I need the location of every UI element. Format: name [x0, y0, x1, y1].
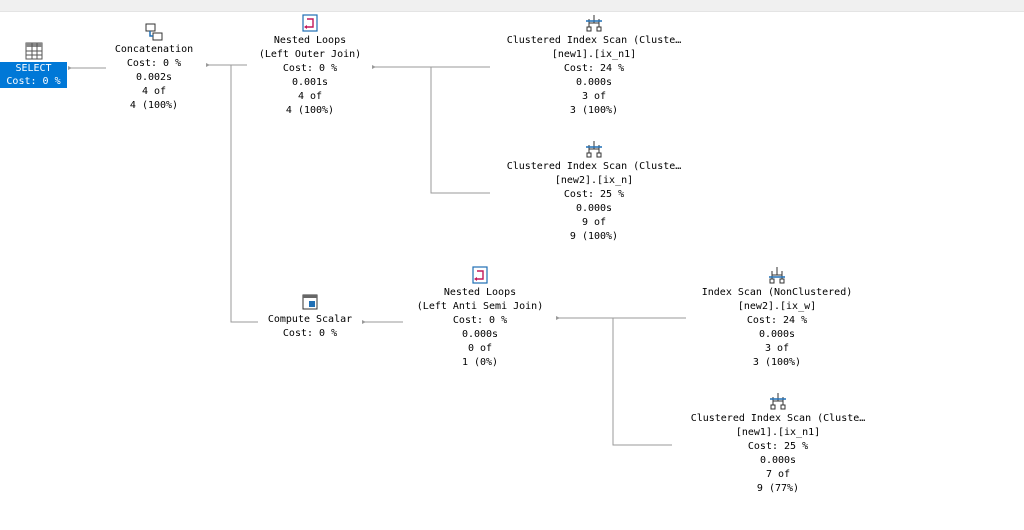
edge-cis3-nl2	[612, 318, 672, 446]
node-nested-loops-outer[interactable]: Nested Loops (Left Outer Join) Cost: 0 %…	[190, 13, 430, 118]
node-subtitle: (Left Outer Join)	[258, 49, 362, 60]
node-cost: Cost: 25 %	[747, 441, 809, 452]
node-title: Concatenation	[114, 44, 194, 55]
clustered-index-scan-icon	[586, 15, 602, 32]
node-rows: 7 of	[765, 469, 791, 480]
node-nested-loops-anti-semi[interactable]: Nested Loops (Left Anti Semi Join) Cost:…	[360, 265, 600, 370]
clustered-index-scan-icon	[770, 393, 786, 410]
node-object: [new2].[ix_n]	[554, 175, 634, 186]
node-cost: Cost: 0 %	[282, 328, 338, 339]
node-rows: 4 of	[141, 86, 167, 97]
node-title: Clustered Index Scan (Cluste…	[690, 413, 866, 424]
node-subtitle: (Left Anti Semi Join)	[416, 301, 544, 312]
node-rows: 0 of	[467, 343, 493, 354]
result-grid-icon	[25, 42, 42, 60]
node-title: Compute Scalar	[267, 314, 353, 325]
node-pct: 9 (77%)	[756, 483, 800, 494]
execution-plan-canvas[interactable]: SELECT Cost: 0 % Concatenation Cost: 0 %…	[0, 11, 1024, 530]
node-clustered-index-scan-2[interactable]: Clustered Index Scan (Cluste… [new2].[ix…	[474, 139, 714, 244]
node-pct: 1 (0%)	[461, 357, 499, 368]
node-object: [new1].[ix_n1]	[735, 427, 821, 438]
node-select[interactable]: SELECT Cost: 0 %	[0, 41, 67, 88]
node-pct: 3 (100%)	[569, 105, 619, 116]
node-rows: 3 of	[764, 343, 790, 354]
node-title: SELECT	[15, 63, 52, 74]
compute-scalar-icon	[302, 294, 318, 310]
edge-cis2-nl1	[430, 67, 490, 194]
node-rows: 4 of	[297, 91, 323, 102]
node-time: 0.000s	[461, 329, 499, 340]
node-rows: 3 of	[581, 91, 607, 102]
node-title: Index Scan (NonClustered)	[701, 287, 853, 298]
node-time: 0.001s	[291, 77, 329, 88]
toolbar-strip	[0, 0, 1024, 12]
node-clustered-index-scan-3[interactable]: Clustered Index Scan (Cluste… [new1].[ix…	[658, 391, 898, 496]
concatenation-icon	[145, 23, 163, 41]
node-pct: 3 (100%)	[752, 357, 802, 368]
node-cost: Cost: 0 %	[126, 58, 182, 69]
node-object: [new1].[ix_n1]	[551, 49, 637, 60]
node-time: 0.000s	[575, 203, 613, 214]
node-title: Nested Loops	[273, 35, 347, 46]
plan-edges	[68, 63, 686, 446]
node-time: 0.000s	[758, 329, 796, 340]
edge-cs-concat	[230, 65, 258, 323]
node-pct: 4 (100%)	[129, 100, 179, 111]
node-time: 0.000s	[575, 77, 613, 88]
node-clustered-index-scan-1[interactable]: Clustered Index Scan (Cluste… [new1].[ix…	[474, 13, 714, 118]
node-rows: 9 of	[581, 217, 607, 228]
node-object: [new2].[ix_w]	[737, 301, 817, 312]
node-title: Clustered Index Scan (Cluste…	[506, 161, 682, 172]
node-index-scan-nonclustered[interactable]: Index Scan (NonClustered) [new2].[ix_w] …	[657, 265, 897, 370]
node-cost: Cost: 24 %	[563, 63, 625, 74]
node-cost: Cost: 24 %	[746, 315, 808, 326]
node-pct: 4 (100%)	[285, 105, 335, 116]
node-cost: Cost: 0 %	[6, 76, 61, 87]
node-cost: Cost: 0 %	[452, 315, 508, 326]
nested-loops-icon	[302, 14, 318, 32]
nested-loops-icon	[472, 266, 488, 284]
node-cost: Cost: 0 %	[282, 63, 338, 74]
node-pct: 9 (100%)	[569, 231, 619, 242]
node-cost: Cost: 25 %	[563, 189, 625, 200]
node-concatenation[interactable]: Concatenation Cost: 0 % 0.002s 4 of 4 (1…	[34, 22, 274, 113]
index-scan-icon	[769, 267, 785, 284]
node-compute-scalar[interactable]: Compute Scalar Cost: 0 %	[190, 292, 430, 341]
node-time: 0.000s	[759, 455, 797, 466]
node-time: 0.002s	[135, 72, 173, 83]
node-title: Nested Loops	[443, 287, 517, 298]
node-title: Clustered Index Scan (Cluste…	[506, 35, 682, 46]
clustered-index-scan-icon	[586, 141, 602, 158]
